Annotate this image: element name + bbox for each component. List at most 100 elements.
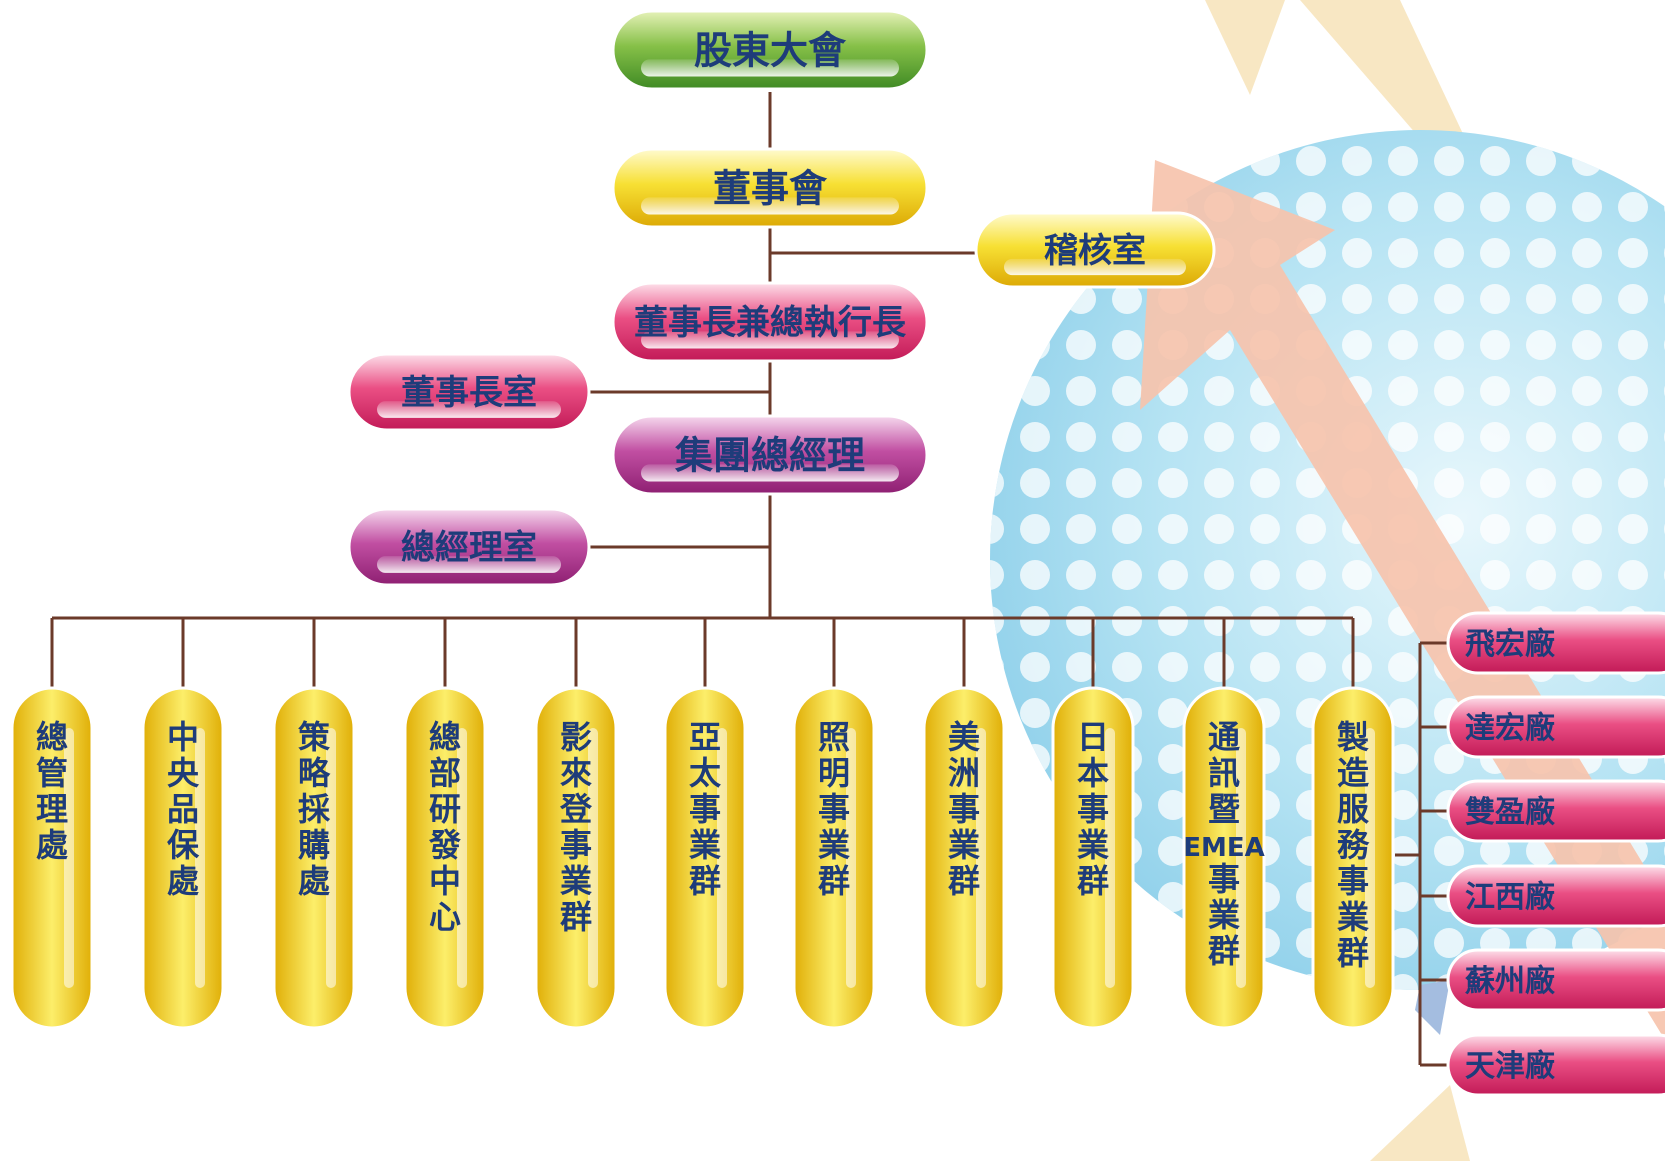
division-highlight [717, 728, 727, 988]
factory-label: 蘇州廠 [1465, 964, 1555, 999]
division-highlight [976, 728, 986, 988]
factory-shape [1446, 611, 1665, 675]
factory-node: 江西廠 [1446, 864, 1665, 928]
division-label-char: 總 [36, 718, 68, 756]
beige-stripe-shape [1205, 0, 1285, 95]
division-label-char: 中 [429, 862, 461, 900]
factory-label: 江西廠 [1465, 880, 1555, 915]
division-highlight [846, 728, 856, 988]
division-label-char: 處 [36, 826, 68, 864]
factory-label: 飛宏廠 [1465, 627, 1555, 662]
division-label-char: 事 [689, 790, 721, 828]
factory-shape [1446, 1033, 1665, 1097]
node-chairman-office-highlight [377, 401, 561, 418]
factory-shape [1446, 864, 1665, 928]
division-label-char: 業 [1208, 896, 1240, 934]
division-label-char: 服 [1337, 790, 1369, 828]
nodes-layer: 股東大會董事會稽核室董事長兼總執行長董事長室集團總經理總經理室總管理處中央品保處… [10, 9, 1665, 1097]
division-label-char: 管 [36, 754, 68, 792]
division-label-char: 本 [1077, 754, 1109, 792]
factory-label: 達宏廠 [1465, 711, 1555, 746]
division-label-char: 處 [167, 862, 199, 900]
node-board: 董事會 [611, 147, 929, 229]
division-label-char: 群 [1077, 862, 1109, 900]
factory-shape [1446, 948, 1665, 1012]
division-highlight [326, 728, 336, 988]
node-gm-office: 總經理室 [347, 507, 591, 587]
division-label-char: 美 [948, 718, 980, 756]
factory-node: 達宏廠 [1446, 695, 1665, 759]
node-audit-label: 稽核室 [1044, 231, 1146, 271]
factory-shape [1446, 779, 1665, 843]
node-audit: 稽核室 [974, 211, 1216, 289]
factory-node: 蘇州廠 [1446, 948, 1665, 1012]
division-highlight [588, 728, 598, 988]
division-label-char: 處 [298, 862, 330, 900]
division-label-char: 業 [948, 826, 980, 864]
division-label-char: 製 [1337, 718, 1369, 756]
node-chairman-office-label: 董事長室 [401, 373, 537, 413]
division-label-char: 業 [1337, 898, 1369, 936]
beige-stripe-shape [1370, 1085, 1470, 1161]
division-label-char: 業 [1077, 826, 1109, 864]
division-label-char: 明 [818, 754, 850, 792]
division-label-char: 保 [167, 826, 200, 864]
division-highlight [457, 728, 467, 988]
division-label-char: 日 [1077, 718, 1109, 756]
division-highlight [64, 728, 74, 988]
node-shareholders-label: 股東大會 [694, 29, 847, 73]
division-highlight [195, 728, 205, 988]
node-chairman-ceo-highlight [641, 331, 899, 349]
factory-node: 雙盈廠 [1446, 779, 1665, 843]
node-shareholders: 股東大會 [611, 9, 929, 91]
division-label-char: 暨 [1208, 790, 1240, 828]
factory-node: 天津廠 [1446, 1033, 1665, 1097]
division-label-char: 事 [948, 790, 980, 828]
beige-stripe-shape [1300, 0, 1480, 170]
blue-ribbon-shape [1415, 980, 1450, 1035]
division-label-char: 事 [818, 790, 850, 828]
division-label-char: 通 [1208, 718, 1240, 756]
division-label-char: 登 [559, 790, 593, 828]
division-label-char: 洲 [948, 754, 980, 792]
division-label-char: 業 [689, 826, 721, 864]
node-chairman-ceo: 董事長兼總執行長 [611, 281, 929, 363]
division-label-char: 略 [298, 754, 331, 792]
division-label-char: 總 [429, 718, 461, 756]
division-label-char: 來 [560, 754, 592, 792]
node-board-label: 董事會 [713, 167, 828, 211]
factory-shape [1446, 695, 1665, 759]
node-group-gm-highlight [641, 464, 899, 482]
node-gm-office-label: 總經理室 [401, 528, 537, 568]
division-label-char: 策 [298, 718, 330, 756]
factory-label: 天津廠 [1465, 1049, 1555, 1084]
division-highlight [1105, 728, 1115, 988]
factory-label: 雙盈廠 [1465, 795, 1555, 830]
division-label-char: 照 [818, 718, 850, 756]
connector-lines [50, 92, 1450, 1067]
division-highlight [1236, 728, 1246, 988]
division-label-char: 品 [167, 790, 199, 828]
division-label-char: 群 [1208, 932, 1240, 970]
node-group-gm-label: 集團總經理 [674, 434, 865, 478]
division-label-char: 群 [948, 862, 980, 900]
division-label-char: 理 [36, 790, 68, 828]
division-label-char: 心 [429, 898, 461, 936]
division-label-char: 群 [560, 898, 592, 936]
node-shareholders-highlight [641, 59, 899, 77]
division-label-char: EMEA [1183, 833, 1265, 863]
node-chairman-ceo-label: 董事長兼總執行長 [634, 303, 907, 343]
division-label-char: 中 [167, 718, 199, 756]
division-label-char: 訊 [1208, 754, 1240, 792]
division-label-char: 群 [1337, 934, 1369, 972]
division-label-char: 務 [1337, 826, 1370, 864]
node-gm-office-highlight [377, 556, 561, 573]
division-label-char: 造 [1337, 754, 1369, 792]
division-label-char: 群 [818, 862, 850, 900]
